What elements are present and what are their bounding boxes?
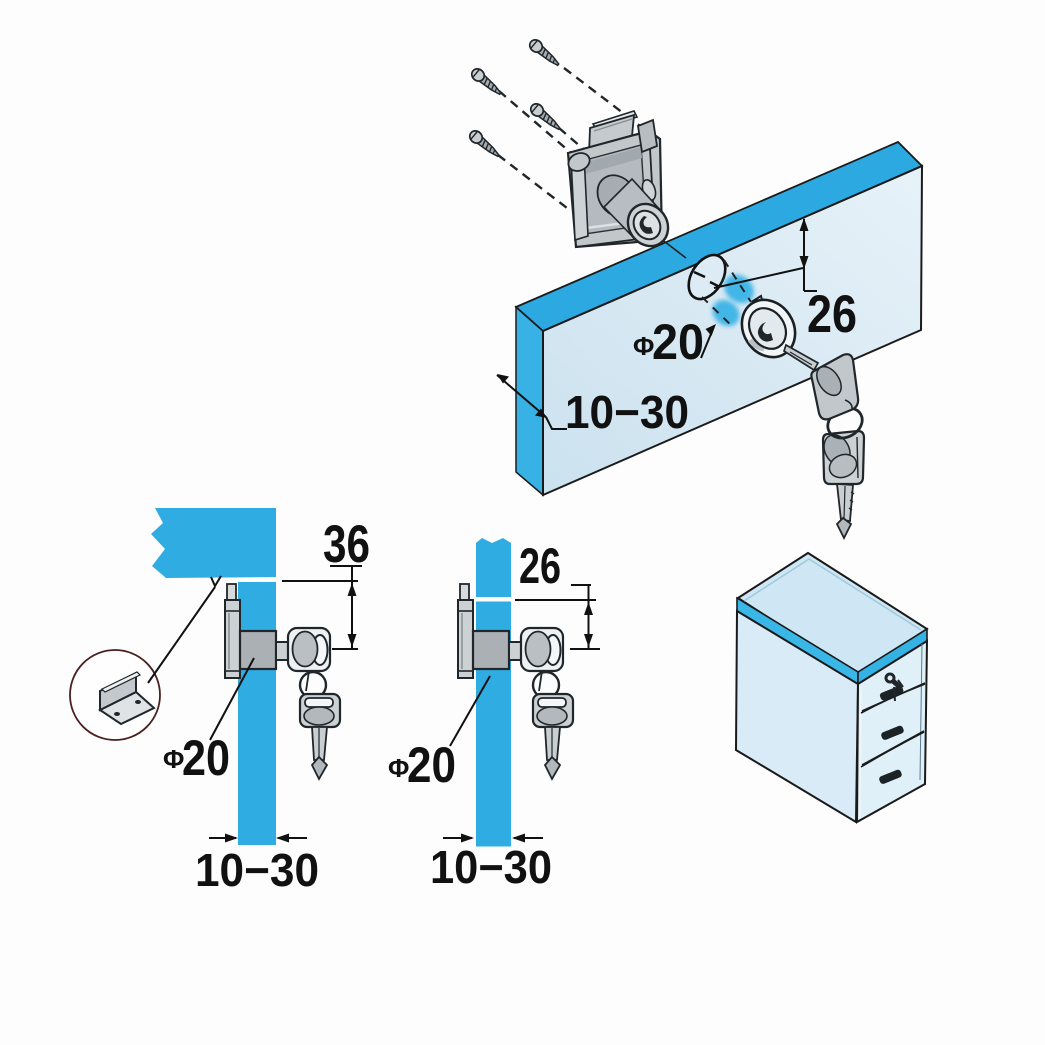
svg-text:20: 20 bbox=[652, 314, 704, 370]
svg-text:Φ: Φ bbox=[388, 753, 409, 783]
svg-text:Φ: Φ bbox=[633, 331, 654, 361]
svg-text:Φ: Φ bbox=[163, 744, 184, 774]
svg-text:10−30: 10−30 bbox=[195, 844, 319, 896]
svg-text:26: 26 bbox=[807, 285, 857, 344]
svg-text:20: 20 bbox=[407, 737, 456, 793]
svg-text:10−30: 10−30 bbox=[565, 386, 689, 438]
svg-text:26: 26 bbox=[519, 538, 561, 594]
svg-text:20: 20 bbox=[182, 730, 230, 786]
svg-text:36: 36 bbox=[323, 515, 370, 574]
svg-text:10−30: 10−30 bbox=[430, 841, 552, 893]
